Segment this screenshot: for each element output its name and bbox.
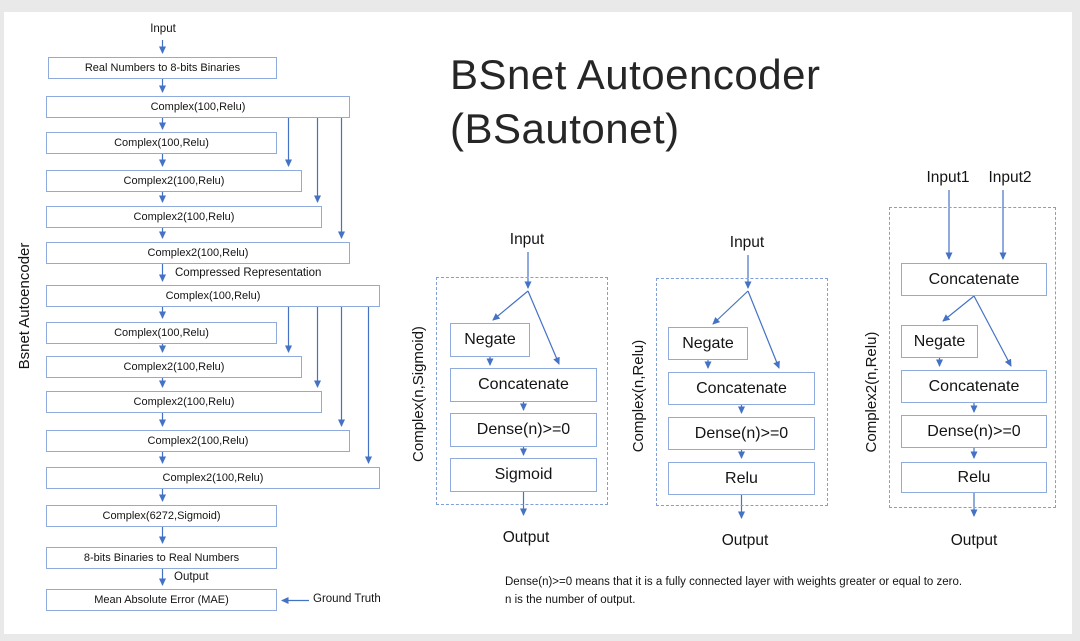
miniC-concatenate-1: Concatenate bbox=[901, 263, 1047, 296]
miniB-dense: Dense(n)>=0 bbox=[668, 417, 815, 450]
flow-node-complex2-6: Complex2(100,Relu) bbox=[46, 430, 350, 452]
footnote-line1: Dense(n)>=0 means that it is a fully con… bbox=[505, 576, 963, 588]
miniA-output-label: Output bbox=[502, 529, 550, 546]
miniA-concatenate: Concatenate bbox=[450, 368, 597, 402]
miniC-relu: Relu bbox=[901, 462, 1047, 493]
flowchart-side-label: Bsnet Autoencoder bbox=[15, 242, 33, 370]
flow-node-complex-sigmoid: Complex(6272,Sigmoid) bbox=[46, 505, 277, 527]
miniB-input-label: Input bbox=[729, 234, 765, 251]
miniA-dashed-box bbox=[436, 277, 608, 505]
slide-title: BSnet Autoencoder (BSautonet) bbox=[450, 48, 820, 156]
flow-node-complex-3: Complex(100,Relu) bbox=[46, 285, 380, 307]
miniC-dashed-box bbox=[889, 207, 1056, 508]
miniA-sigmoid: Sigmoid bbox=[450, 458, 597, 492]
flow-node-complex2-1: Complex2(100,Relu) bbox=[46, 170, 302, 192]
ground-truth-label: Ground Truth bbox=[313, 593, 381, 605]
miniB-concatenate: Concatenate bbox=[668, 372, 815, 405]
miniC-concatenate-2: Concatenate bbox=[901, 370, 1047, 403]
miniC-input1-label: Input1 bbox=[926, 169, 970, 186]
miniB-dashed-box bbox=[656, 278, 828, 506]
miniC-side-label: Complex2(n,Relu) bbox=[862, 331, 880, 453]
footnote: Dense(n)>=0 means that it is a fully con… bbox=[505, 574, 1035, 609]
miniA-side-label: Complex(n,Sigmoid) bbox=[409, 326, 427, 462]
flowchart-output-label: Output bbox=[174, 571, 209, 583]
miniC-output-label: Output bbox=[950, 532, 998, 549]
miniC-dense: Dense(n)>=0 bbox=[901, 415, 1047, 448]
slide-title-line1: BSnet Autoencoder bbox=[450, 51, 821, 98]
miniA-negate: Negate bbox=[450, 323, 530, 357]
miniA-input-label: Input bbox=[509, 231, 545, 248]
footnote-line2: n is the number of output. bbox=[505, 593, 636, 606]
miniB-output-label: Output bbox=[721, 532, 769, 549]
compressed-representation-label: Compressed Representation bbox=[175, 267, 322, 279]
flow-node-complex2-2: Complex2(100,Relu) bbox=[46, 206, 322, 228]
flow-node-complex-1: Complex(100,Relu) bbox=[46, 96, 350, 118]
flow-node-binary-to-real: 8-bits Binaries to Real Numbers bbox=[46, 547, 277, 569]
miniB-relu: Relu bbox=[668, 462, 815, 495]
miniC-input2-label: Input2 bbox=[988, 169, 1032, 186]
flow-node-complex-2: Complex(100,Relu) bbox=[46, 132, 277, 154]
flow-node-complex2-3: Complex2(100,Relu) bbox=[46, 242, 350, 264]
flowchart-input-label: Input bbox=[150, 23, 176, 35]
flow-node-complex-4: Complex(100,Relu) bbox=[46, 322, 277, 344]
flow-node-complex2-7: Complex2(100,Relu) bbox=[46, 467, 380, 489]
flow-node-mae: Mean Absolute Error (MAE) bbox=[46, 589, 277, 611]
slide-title-line2: (BSautonet) bbox=[450, 105, 680, 152]
miniC-negate: Negate bbox=[901, 325, 978, 358]
flow-node-complex2-4: Complex2(100,Relu) bbox=[46, 356, 302, 378]
miniA-dense: Dense(n)>=0 bbox=[450, 413, 597, 447]
miniB-side-label: Complex(n,Relu) bbox=[629, 339, 647, 453]
flow-node-real-to-binary: Real Numbers to 8-bits Binaries bbox=[48, 57, 277, 79]
miniB-negate: Negate bbox=[668, 327, 748, 360]
flow-node-complex2-5: Complex2(100,Relu) bbox=[46, 391, 322, 413]
